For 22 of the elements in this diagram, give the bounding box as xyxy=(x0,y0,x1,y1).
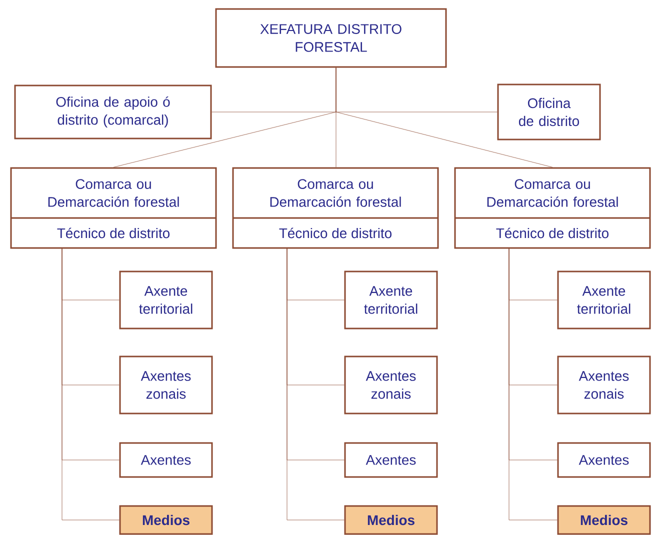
staff-box: Axente territorial xyxy=(119,270,213,330)
staff-box: Axentes zonais xyxy=(344,356,438,414)
office-box: Oficina de distrito xyxy=(497,84,601,140)
staff-box: Axente territorial xyxy=(344,270,438,330)
office-box: Oficina de apoio ó distrito (comarcal) xyxy=(14,84,212,140)
connector-line xyxy=(336,68,553,168)
staff-box: Axentes zonais xyxy=(557,356,651,414)
connector-line xyxy=(508,248,558,520)
means-box: Medios xyxy=(557,505,651,535)
staff-box: Axentes xyxy=(557,442,651,478)
staff-box: Axentes xyxy=(344,442,438,478)
unit-box: Comarca ou Demarcación forestal Técnico de distrito xyxy=(232,167,439,249)
means-box: Medios xyxy=(119,505,213,535)
staff-box: Axentes xyxy=(119,442,213,478)
head-box: XEFATURA DISTRITO FORESTAL xyxy=(215,8,447,68)
staff-box: Axente territorial xyxy=(557,270,651,330)
unit-box: Comarca ou Demarcación forestal Técnico de distrito xyxy=(454,167,651,249)
connector-line xyxy=(286,248,344,520)
unit-box: Comarca ou Demarcación forestal Técnico de distrito xyxy=(10,167,217,249)
means-box: Medios xyxy=(344,505,438,535)
connector-line xyxy=(62,248,120,520)
staff-box: Axentes zonais xyxy=(119,356,213,414)
